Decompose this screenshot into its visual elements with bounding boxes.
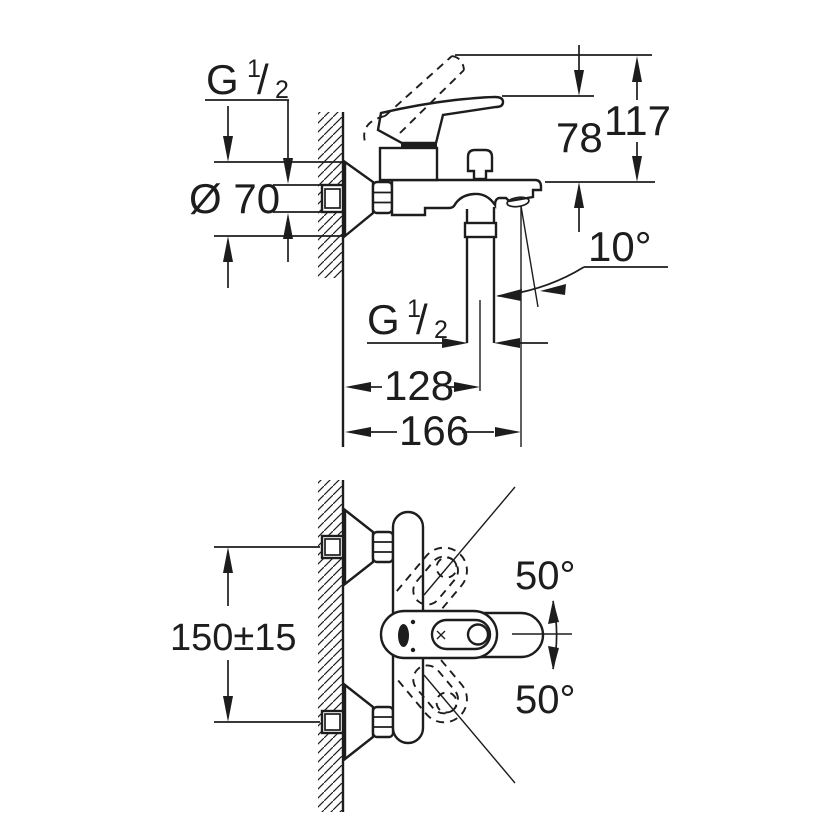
dim-wall-to-shower-outlet: 128 [345,362,480,409]
detail-dot [410,619,416,625]
wall-hatching [318,480,343,812]
diverter-knob [466,148,494,181]
swing-limit-line-up [423,486,516,596]
dim-128-label: 128 [384,362,454,409]
wall-union-fitting [320,183,345,214]
angle-50-up-label: 50° [515,554,576,598]
top-view: G 1 / 2 Ø 70 [189,45,671,454]
spout-outlet [506,196,530,208]
front-view: 50° 50° 150±15 [170,480,576,812]
top-union [320,507,395,587]
dim-166-label: 166 [399,407,469,454]
handle-end-circle [466,623,490,646]
height-117-label: 117 [604,97,671,144]
mixer-body-and-spout [390,178,543,217]
lever-raised-dashed [363,55,465,143]
escutcheon-cone [343,507,375,587]
dim-150-label: 150±15 [170,617,297,659]
spray-angle-line [520,205,539,308]
height-78-label: 78 [556,114,603,161]
thread-label-denominator: 2 [275,76,289,104]
escutcheon-cone [343,682,375,762]
shower-pipe-collar [463,221,498,239]
thread-label-numerator: 1 [247,55,261,83]
thread-label: G [206,56,239,103]
dim-spray-angle: 10° [496,223,668,301]
lever-handle-side [376,95,505,145]
bottom-union [320,682,395,762]
hex-nut [371,530,395,564]
angle-50-down-label: 50° [515,678,576,722]
thread-label-slash: / [416,296,428,343]
arc-arrow-down [548,646,559,670]
wall-union-fitting-inner [324,188,341,209]
dim-escutcheon-diameter: Ø 70 [189,106,345,288]
dim-wall-to-spout-end: 166 [345,407,521,454]
thread-label-slash: / [257,56,269,103]
detail-dot [410,647,416,653]
thread-label-numerator: 1 [407,295,421,323]
hex-nut [371,705,395,739]
lever-cap-band [401,141,437,149]
dim-wall-thread: G 1 / 2 [205,55,293,262]
thread-label: G [367,296,400,343]
dim-lever-heights: 78 117 [455,45,671,232]
arc-arrow-up [548,600,559,624]
swing-limit-line-down [423,674,516,784]
hex-nut [371,180,394,215]
dim-outlet-thread: G 1 / 2 [367,295,548,348]
cartridge-housing [378,146,439,182]
thread-label-denominator: 2 [434,316,448,344]
dim-connection-spacing: 150±15 [170,546,320,723]
escutcheon-cone [343,159,375,239]
temperature-indicator [398,624,409,647]
center-mark [436,630,446,640]
angle-10-label: 10° [588,223,652,270]
diameter-label: Ø 70 [189,175,280,222]
